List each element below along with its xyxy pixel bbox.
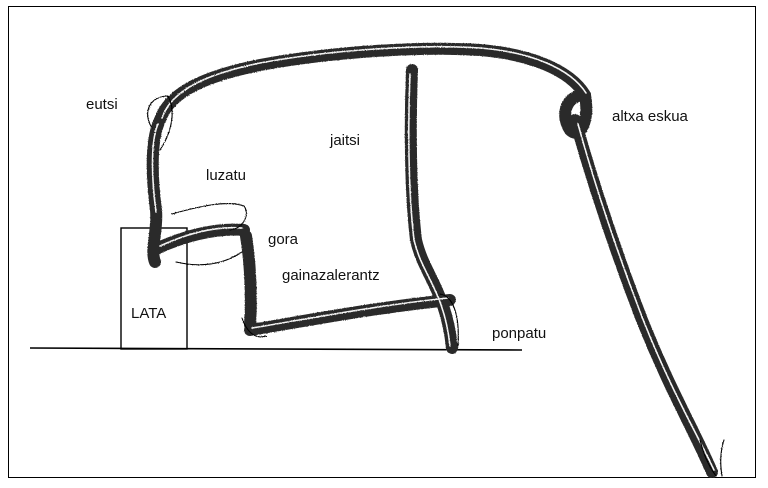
label-altxa-eskua: altxa eskua xyxy=(612,108,689,125)
label-jaitsi: jaitsi xyxy=(329,132,360,149)
label-luzatu: luzatu xyxy=(206,167,246,184)
label-gainazalerantz: gainazalerantz xyxy=(282,267,380,284)
label-eutsi: eutsi xyxy=(86,96,118,113)
label-ponpatu: ponpatu xyxy=(492,325,546,342)
label-gora: gora xyxy=(268,231,299,248)
label-lata: LATA xyxy=(131,305,166,322)
